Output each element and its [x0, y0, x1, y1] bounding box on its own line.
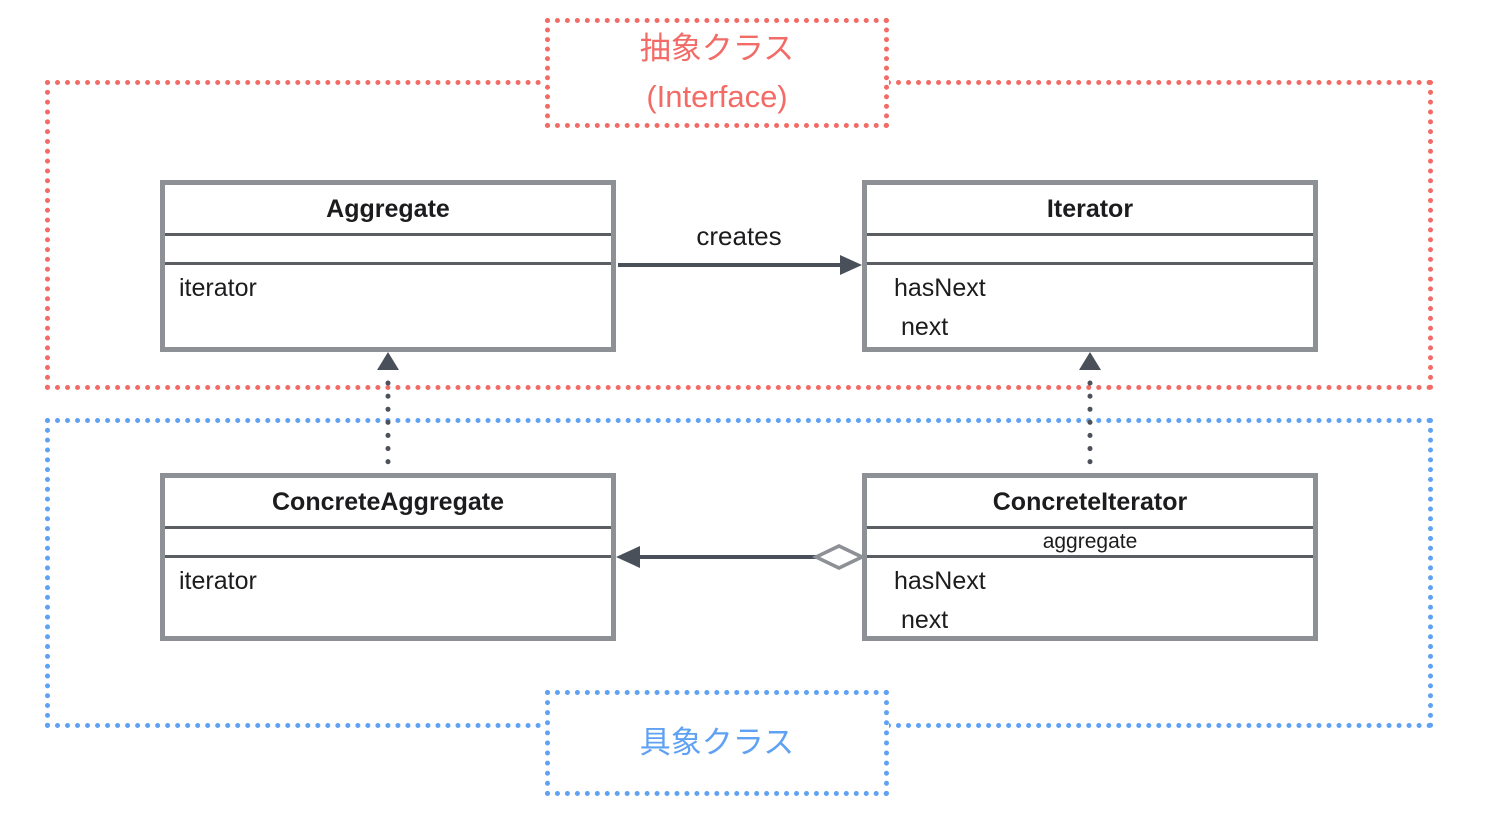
class-box-iterator: Iterator hasNext next	[862, 180, 1318, 352]
method-name: hasNext	[894, 567, 986, 595]
class-methods-section: hasNext next	[867, 558, 1313, 640]
class-title: Iterator	[867, 185, 1313, 236]
class-attributes-section	[165, 236, 611, 265]
class-attributes-section: aggregate	[867, 529, 1313, 558]
class-attributes-section	[165, 529, 611, 558]
method-name: iterator	[179, 274, 257, 302]
class-methods-section: iterator	[165, 265, 611, 308]
class-box-concrete-iterator: ConcreteIterator aggregate hasNext next	[862, 473, 1318, 641]
abstract-region-label: 抽象クラス (Interface)	[545, 18, 889, 128]
abstract-label-line2: (Interface)	[646, 79, 788, 114]
class-title: ConcreteIterator	[867, 478, 1313, 529]
method-name: next	[901, 313, 949, 341]
class-title: ConcreteAggregate	[165, 478, 611, 529]
class-attributes-section	[867, 236, 1313, 265]
method-name: hasNext	[894, 274, 986, 302]
creates-arrow-label: creates	[696, 221, 782, 251]
concrete-region-label: 具象クラス	[545, 690, 889, 796]
attribute-name: aggregate	[1042, 530, 1138, 553]
concrete-label-line1: 具象クラス	[639, 725, 795, 760]
class-methods-section: iterator	[165, 558, 611, 601]
method-name: iterator	[179, 567, 257, 595]
class-title: Aggregate	[165, 185, 611, 236]
class-box-concrete-aggregate: ConcreteAggregate iterator	[160, 473, 616, 641]
method-name: next	[901, 606, 949, 634]
class-methods-section: hasNext next	[867, 265, 1313, 347]
class-box-aggregate: Aggregate iterator	[160, 180, 616, 352]
abstract-label-line1: 抽象クラス	[639, 31, 795, 66]
